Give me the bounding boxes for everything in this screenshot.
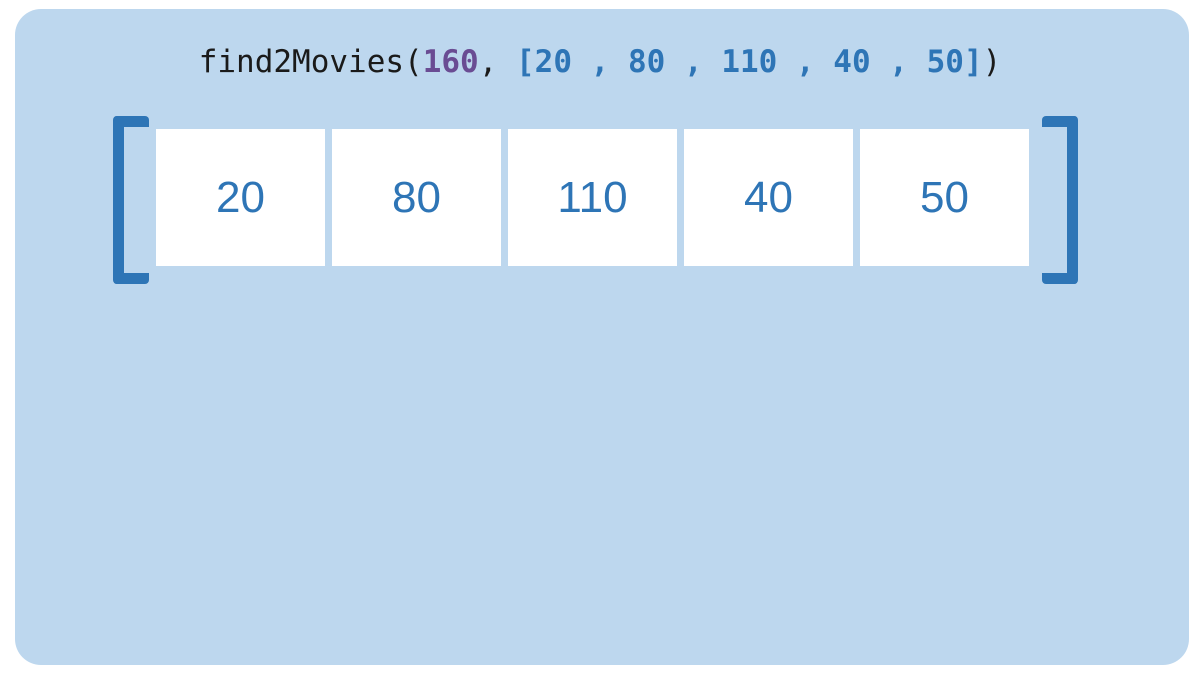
closing-paren: ) — [982, 44, 1002, 80]
array-argument: [20 , 80 , 110 , 40 , 50] — [516, 44, 983, 80]
array-cell-0: 20 — [156, 129, 325, 266]
function-call-text: find2Movies(160, [20 , 80 , 110 , 40 , 5… — [0, 38, 1200, 86]
array-cell-3: 40 — [684, 129, 853, 266]
array-cells: 20 80 110 40 50 — [156, 129, 1029, 266]
array-cell-4: 50 — [860, 129, 1029, 266]
array-cell-1: 80 — [332, 129, 501, 266]
function-name: find2Movies( — [198, 44, 423, 80]
target-argument: 160 — [422, 44, 479, 80]
left-bracket — [113, 116, 149, 284]
array-cell-2: 110 — [508, 129, 677, 266]
right-bracket — [1042, 116, 1078, 284]
argument-separator: , — [478, 44, 517, 80]
diagram-panel — [15, 9, 1189, 665]
